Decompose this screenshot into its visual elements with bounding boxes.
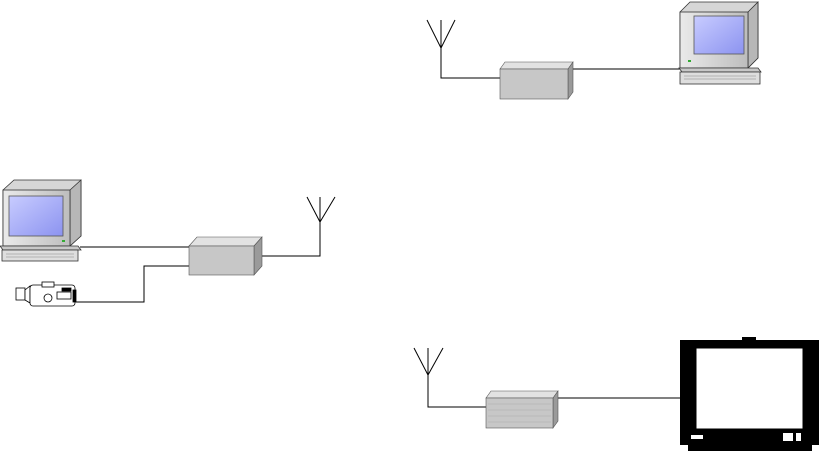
- rx-box-top-icon: [500, 62, 573, 99]
- antenna-left-icon: [307, 197, 335, 222]
- antenna-bottom-icon: [414, 348, 443, 375]
- television-icon: [680, 337, 819, 451]
- camcorder-icon: [16, 282, 76, 306]
- pc-left-icon: [0, 180, 81, 261]
- rx-box-bottom-icon: [486, 391, 558, 428]
- pc-right-icon: [679, 2, 761, 84]
- tx-box-left-icon: [189, 237, 262, 275]
- link-antenna-bottom-to-rx-box: [428, 375, 486, 407]
- link-tx-box-to-antenna-left: [262, 222, 320, 256]
- antenna-top-icon: [427, 20, 455, 48]
- link-camcorder-to-tx-box: [76, 266, 189, 302]
- link-antenna-top-to-rx-box: [441, 48, 500, 78]
- connection-lines: [76, 48, 680, 407]
